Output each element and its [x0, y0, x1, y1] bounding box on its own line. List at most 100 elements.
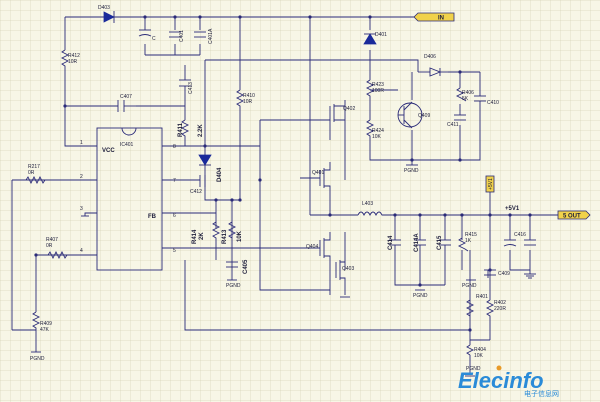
label-c407: C407 — [120, 94, 132, 100]
label-c: C — [152, 36, 156, 42]
label-r423-val: 100R — [372, 88, 384, 94]
label-r413: R413 — [222, 229, 228, 244]
pin-4: 4 — [80, 248, 83, 254]
ground-output-caps: PGND — [413, 289, 428, 299]
label-vcc: VCC — [102, 148, 115, 154]
label-r402-val: 220R — [494, 306, 506, 312]
label-r406-val: 5K — [462, 96, 469, 102]
capacitor-c407: C407 — [117, 94, 136, 112]
label-c413: C413 — [188, 82, 194, 94]
diode-d404: D404 — [198, 154, 223, 182]
label-r415-val: 1K — [465, 238, 472, 244]
label-r412: R412 — [68, 53, 80, 59]
label-r407-val: 0R — [46, 243, 53, 249]
resistor-r415: R415 1K — [457, 232, 477, 252]
label-d403: D403 — [98, 5, 110, 11]
mosfet-q402: Q402 — [329, 104, 355, 122]
label-r217: R217 — [28, 164, 40, 170]
pin-6: 6 — [173, 213, 176, 219]
label-r412-val: 10R — [68, 59, 78, 65]
label-c401a: C401A — [208, 28, 214, 44]
resistor-r401: R401 — [465, 294, 488, 317]
capacitor-c412: C412 — [190, 175, 206, 195]
capacitor-c415: C415 — [437, 235, 451, 250]
label-d406: D406 — [424, 54, 436, 60]
label-fb: FB — [148, 214, 157, 220]
label-r409: R409 — [40, 321, 52, 327]
capacitor-c416: C416 — [503, 232, 536, 279]
capacitor-c405: C405 PGND — [226, 259, 249, 289]
resistor-r404: R404 10K PGND — [465, 344, 486, 377]
label-c410: C410 — [487, 100, 499, 106]
label-q409: Q409 — [418, 113, 430, 119]
pin-8: 8 — [173, 144, 176, 150]
resistor-r423: R423 100R — [365, 79, 384, 98]
label-ic401: IC401 — [120, 142, 134, 148]
pin-5: 5 — [173, 248, 176, 254]
resistor-r217: R217 0R — [25, 164, 46, 185]
diode-d403: D403 — [98, 5, 115, 23]
pin-1: 1 — [80, 140, 83, 146]
ic-ic401: VCC IC401 FB 1 2 3 4 5 6 7 8 — [80, 127, 176, 271]
label-r414: R414 — [192, 229, 198, 244]
label-q401: Q401 — [312, 170, 324, 176]
label-pgnd-left: PGND — [30, 356, 45, 362]
resistor-r411: R411 2.2K — [178, 119, 204, 138]
capacitor-c401a: C401A — [194, 28, 214, 44]
label-c415: C415 — [437, 235, 443, 250]
label-r404-val: 10K — [474, 353, 484, 359]
label-l403: L403 — [362, 201, 373, 207]
diode-d406: D406 — [424, 54, 448, 77]
label-port-in: IN — [438, 16, 444, 22]
ground-q409: PGND — [404, 164, 419, 174]
watermark-brand: Elecinfo — [458, 368, 544, 393]
mosfet-q403: Q403 — [335, 260, 354, 298]
label-r414-val: 2K — [199, 232, 205, 240]
resistor-r412: R412 10R — [60, 49, 80, 68]
label-r423: R423 — [372, 82, 384, 88]
vout-node: +5V1 +5V1 — [485, 175, 520, 212]
label-pgnd-c409: PGND — [462, 283, 477, 289]
label-r407: R407 — [46, 237, 58, 243]
label-r424: R424 — [372, 128, 384, 134]
resistor-r409: R409 47K PGND — [30, 311, 52, 362]
watermark-cn: 电子信息网 — [524, 389, 559, 398]
label-c414a: C414A — [414, 233, 420, 252]
port-out: 5 OUT — [557, 210, 591, 220]
resistor-r410: R410 10R — [235, 89, 255, 108]
label-q403: Q403 — [342, 266, 354, 272]
pin-7: 7 — [173, 178, 176, 184]
label-r410: R410 — [243, 93, 255, 99]
resistor-r407: R407 0R — [46, 237, 68, 260]
label-c409: C409 — [498, 271, 510, 277]
label-r410-val: 10R — [243, 99, 253, 105]
watermark-logo: Elecinfo 电子信息网 — [458, 365, 559, 398]
wires — [11, 16, 558, 375]
label-r404: R404 — [474, 347, 486, 353]
label-r424-val: 10K — [372, 134, 382, 140]
label-q404: Q404 — [306, 244, 318, 250]
resistor-r402: R402 220R — [485, 299, 506, 330]
label-c412: C412 — [190, 189, 202, 195]
label-r217-val: 0R — [28, 170, 35, 176]
label-r409-val: 47K — [40, 327, 50, 333]
pin-2: 2 — [80, 174, 83, 180]
label-c411: C411 — [447, 122, 459, 128]
label-pgnd-r404: PGND — [466, 366, 481, 372]
capacitor-c410: C410 — [474, 95, 499, 108]
label-r413-val: 10K — [237, 230, 243, 242]
label-d401: D401 — [375, 32, 387, 38]
capacitor-c414: C414 — [388, 235, 401, 250]
label-pgnd-out: PGND — [413, 293, 428, 299]
capacitor-c411: C411 — [447, 114, 466, 128]
capacitor-c: C — [138, 29, 156, 42]
resistor-r424: R424 10K — [365, 119, 384, 140]
label-pgnd-q409: PGND — [404, 168, 419, 174]
label-r411: R411 — [178, 122, 184, 137]
transistor-q409: Q409 — [397, 101, 430, 129]
label-r402: R402 — [494, 300, 506, 306]
label-d404: D404 — [217, 167, 223, 182]
label-c401: C401 — [179, 30, 185, 42]
